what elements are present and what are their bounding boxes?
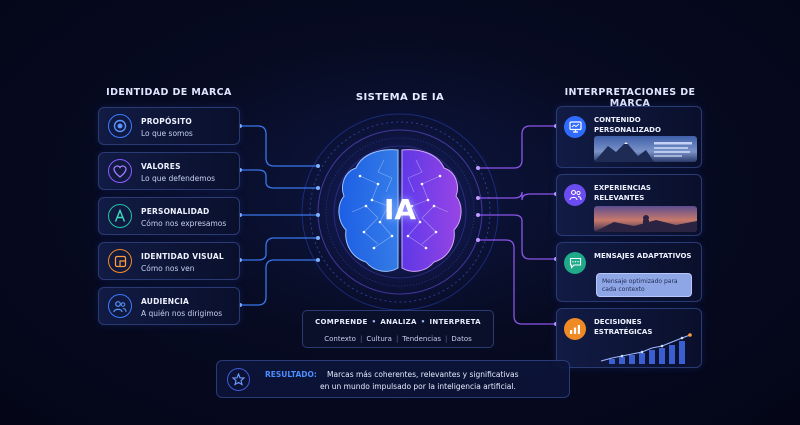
card-title: IDENTIDAD VISUAL [141, 252, 224, 261]
card-subtitle: Cómo nos ven [141, 264, 195, 273]
card-title: DECISIONES ESTRATÉGICAS [594, 318, 653, 336]
card-title: PROPÓSITO [141, 117, 193, 126]
left-column-title: IDENTIDAD DE MARCA [106, 87, 232, 98]
result-line-1: Marcas más coherentes, relevantes y sign… [327, 370, 519, 379]
step-interpreta: INTERPRETA [429, 318, 481, 326]
card-proposito: PROPÓSITO Lo que somos [98, 107, 240, 145]
result-label: RESULTADO: [265, 370, 317, 379]
card-personalidad: PERSONALIDAD Cómo nos expresamos [98, 197, 240, 235]
frame-icon [108, 249, 132, 273]
card-title: CONTENIDO PERSONALIZADO [594, 116, 661, 134]
step-analiza: ANALIZA [380, 318, 417, 326]
tag-tendencias: Tendencias [402, 335, 442, 343]
card-decisiones-estrategicas: DECISIONES ESTRATÉGICAS [556, 308, 702, 368]
message-bubble: Mensaje optimizado para cada contexto [596, 273, 692, 297]
step-comprende: COMPRENDE [315, 318, 368, 326]
tag-datos: Datos [451, 335, 472, 343]
card-audiencia: AUDIENCIA A quién nos dirigimos [98, 287, 240, 325]
right-column-title: INTERPRETACIONES DE MARCA [564, 87, 696, 109]
heart-icon [108, 159, 132, 183]
card-subtitle: Lo que defendemos [141, 174, 216, 183]
brain-label: IA [383, 193, 417, 226]
brain-icon [338, 149, 462, 272]
card-title: EXPERIENCIAS RELEVANTES [594, 184, 651, 202]
result-line-2: en un mundo impulsado por la inteligenci… [320, 382, 516, 391]
target-icon [108, 114, 132, 138]
card-identidad-visual: IDENTIDAD VISUAL Cómo nos ven [98, 242, 240, 280]
letter-a-icon [108, 204, 132, 228]
card-subtitle: A quién nos dirigimos [141, 309, 223, 318]
card-valores: VALORES Lo que defendemos [98, 152, 240, 190]
bar-chart-icon [564, 318, 586, 340]
card-title: VALORES [141, 162, 181, 171]
process-box: COMPRENDE•ANALIZA•INTERPRETA Contexto|Cu… [302, 310, 494, 348]
process-steps: COMPRENDE•ANALIZA•INTERPRETA [315, 318, 481, 326]
mountain-image [594, 136, 697, 162]
center-title: SISTEMA DE IA [355, 92, 445, 103]
chat-icon [564, 252, 586, 274]
card-title: AUDIENCIA [141, 297, 189, 306]
people-icon [108, 294, 132, 318]
process-tags: Contexto|Cultura|Tendencias|Datos [324, 335, 472, 343]
result-box: RESULTADO: Marcas más coherentes, releva… [216, 360, 570, 398]
card-title: PERSONALIDAD [141, 207, 210, 216]
card-subtitle: Lo que somos [141, 129, 193, 138]
tag-contexto: Contexto [324, 335, 356, 343]
star-icon [227, 368, 250, 391]
card-subtitle: Cómo nos expresamos [141, 219, 227, 228]
users-icon [564, 184, 586, 206]
growth-chart-graphic [600, 333, 692, 364]
monitor-icon [564, 116, 586, 138]
tag-cultura: Cultura [366, 335, 392, 343]
card-experiencias-relevantes: EXPERIENCIAS RELEVANTES [556, 174, 702, 236]
card-contenido-personalizado: CONTENIDO PERSONALIZADO [556, 106, 702, 168]
sunset-image [594, 206, 697, 232]
card-title: MENSAJES ADAPTATIVOS [594, 252, 692, 260]
